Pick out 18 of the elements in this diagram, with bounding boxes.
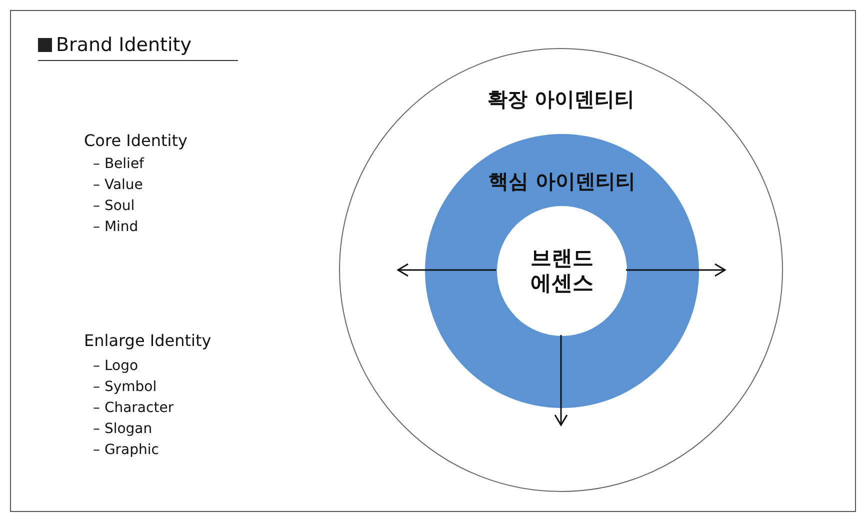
node-label: 핵심 아이덴티티	[488, 169, 636, 193]
list-item: – Mind	[93, 219, 138, 235]
list-item: – Slogan	[93, 421, 152, 437]
node-label: 브랜드 에센스	[530, 246, 594, 296]
list-heading: Enlarge Identity	[84, 331, 212, 350]
arrow	[554, 335, 568, 426]
list-item: – Logo	[93, 358, 138, 374]
arrow	[626, 263, 726, 277]
title: Brand Identity	[56, 34, 192, 56]
arrow	[397, 263, 496, 277]
list-item: – Belief	[93, 156, 144, 172]
list-heading: Core Identity	[84, 131, 188, 150]
list-item: – Symbol	[93, 379, 157, 395]
list-item: – Graphic	[93, 442, 159, 458]
list-item: – Value	[93, 177, 143, 193]
node-label: 확장 아이덴티티	[486, 87, 636, 111]
list-item: – Soul	[93, 198, 135, 214]
list-item: – Character	[93, 400, 174, 416]
